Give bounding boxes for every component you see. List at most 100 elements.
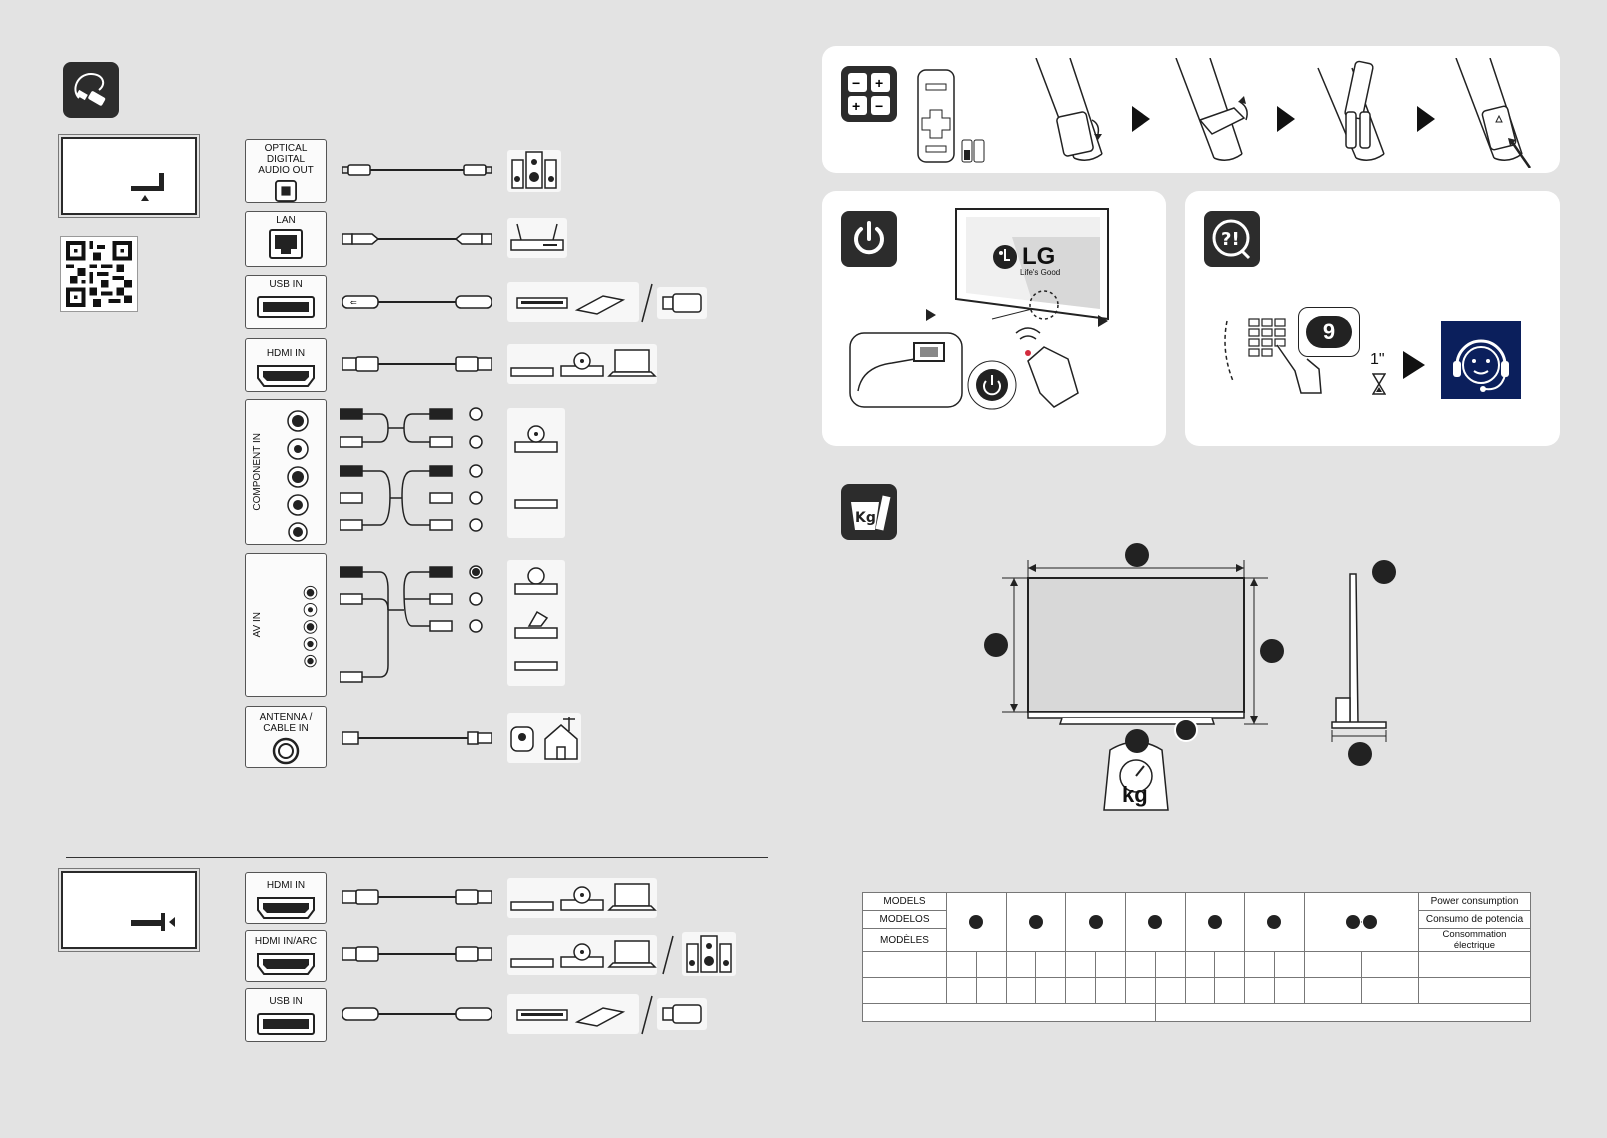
port-side-hdmi: HDMI IN xyxy=(245,872,327,924)
table-cell xyxy=(862,977,947,1004)
port-optical: OPTICAL DIGITAL AUDIO OUT xyxy=(245,139,327,203)
svg-text:?!: ?! xyxy=(1221,229,1240,250)
av-devices-icon xyxy=(514,567,558,671)
brand-name: LG xyxy=(1022,243,1056,270)
port-av: AV IN xyxy=(245,553,327,697)
svg-text:⇐: ⇐ xyxy=(350,298,357,307)
svg-text:−: − xyxy=(875,98,883,114)
table-cell xyxy=(1065,977,1097,1004)
side-port-location-icon xyxy=(131,913,175,931)
model-cell xyxy=(1065,892,1126,952)
table-cell xyxy=(862,1003,1156,1022)
table-cell xyxy=(1214,951,1246,978)
side-hdmi-devices xyxy=(507,878,657,918)
side-usb-stick-device xyxy=(657,998,707,1030)
remote-keypad-icon xyxy=(1224,318,1322,394)
model-cell xyxy=(1005,892,1067,952)
spec-table: MODELS · Power consumption MODELOS Consu… xyxy=(862,892,1532,1022)
port-label: COMPONENT IN xyxy=(252,433,263,511)
external-drive-icon xyxy=(516,295,626,315)
model-marker xyxy=(1363,915,1378,929)
step-arrow-icon xyxy=(1132,106,1150,132)
table-cell xyxy=(1124,951,1156,978)
weight-unit: kg xyxy=(1122,782,1148,807)
port-hdmi: HDMI IN xyxy=(245,338,327,392)
table-cell xyxy=(946,951,977,978)
cable-connection-icon xyxy=(63,62,119,118)
dimension-height-marker xyxy=(984,633,1008,657)
step-arrow-icon xyxy=(1403,351,1425,379)
table-cell xyxy=(1005,977,1037,1004)
side-hdmi-arc-devices xyxy=(507,935,657,975)
table-cell xyxy=(1035,977,1067,1004)
usb-cable-icon xyxy=(342,1007,492,1021)
lg-logo: LG xyxy=(992,243,1055,271)
slash-divider xyxy=(641,995,653,1035)
tv-rear-panel-diagram xyxy=(58,134,200,218)
component-devices xyxy=(507,408,565,538)
help-icon: ?! xyxy=(1204,211,1260,267)
weight-icon: Kg xyxy=(841,484,897,540)
port-antenna: ANTENNA / CABLE IN xyxy=(245,706,327,768)
table-cell xyxy=(1154,1003,1532,1022)
table-cell xyxy=(1360,951,1420,978)
key-nine-badge: 9 xyxy=(1306,316,1352,348)
table-cell xyxy=(1244,951,1275,978)
dimension-width-marker xyxy=(1125,543,1149,567)
table-cell xyxy=(1418,977,1531,1004)
hourglass-icon xyxy=(1372,373,1386,395)
model-cell: · xyxy=(1303,892,1420,952)
table-cell xyxy=(1154,951,1186,978)
dvd-player-icon xyxy=(514,425,558,509)
speaker-icon xyxy=(686,935,732,973)
brand-slogan: Life's Good xyxy=(1020,268,1061,277)
port-label: HDMI IN xyxy=(266,880,306,891)
remote-control-icon xyxy=(917,69,985,163)
table-cell xyxy=(1005,951,1037,978)
av-jacks-icon xyxy=(303,585,318,668)
model-cell xyxy=(1244,892,1305,952)
av-devices xyxy=(507,560,565,686)
hold-duration: 1" xyxy=(1370,351,1385,368)
media-player-icon xyxy=(510,349,657,377)
step-arrow-icon xyxy=(1417,106,1435,132)
table-cell xyxy=(946,977,977,1004)
soundbar-device xyxy=(682,932,736,976)
ethernet-cable-icon xyxy=(342,233,492,245)
media-player-icon xyxy=(510,883,657,911)
ethernet-port-icon xyxy=(269,229,303,259)
hdmi-port-icon xyxy=(257,365,315,387)
table-cell xyxy=(1418,951,1531,978)
table-cell xyxy=(1303,977,1362,1004)
qr-code[interactable] xyxy=(60,236,138,312)
port-usb: USB IN xyxy=(245,275,327,329)
dimension-depth-marker xyxy=(1372,560,1396,584)
customer-support-panel: ?! 9 1" xyxy=(1185,191,1560,446)
tv-dimension-diagram xyxy=(1002,560,1387,811)
model-marker xyxy=(1267,915,1282,929)
av-cable-icon xyxy=(340,565,483,683)
port-label: HDMI IN xyxy=(266,348,306,359)
port-label: USB IN xyxy=(269,279,303,290)
port-component: COMPONENT IN xyxy=(245,399,327,545)
lg-face-icon xyxy=(993,245,1017,269)
port-label: LAN xyxy=(276,215,296,226)
usb-stick-icon xyxy=(662,293,702,313)
port-label: OPTICAL DIGITAL AUDIO OUT xyxy=(258,143,314,176)
table-cell xyxy=(1273,977,1305,1004)
remote-step-2-icon xyxy=(1175,58,1248,161)
antenna-house-icon xyxy=(510,717,578,760)
usb-port-icon xyxy=(257,1013,315,1035)
tv-screen-icon xyxy=(955,208,1109,321)
remote-battery-panel: −++− xyxy=(822,46,1560,173)
model-marker xyxy=(1345,915,1360,929)
table-cell xyxy=(975,977,1007,1004)
power-on-panel: LG Life's Good xyxy=(822,191,1166,446)
model-cell xyxy=(1184,892,1246,952)
model-cell xyxy=(1124,892,1186,952)
port-side-usb: USB IN xyxy=(245,988,327,1042)
support-agent-icon xyxy=(1453,339,1509,392)
power-label: Consumo de potencia xyxy=(1418,910,1531,929)
weight-icon-label: Kg xyxy=(855,510,876,526)
port-side-hdmi-arc: HDMI IN/ARC xyxy=(245,930,327,982)
